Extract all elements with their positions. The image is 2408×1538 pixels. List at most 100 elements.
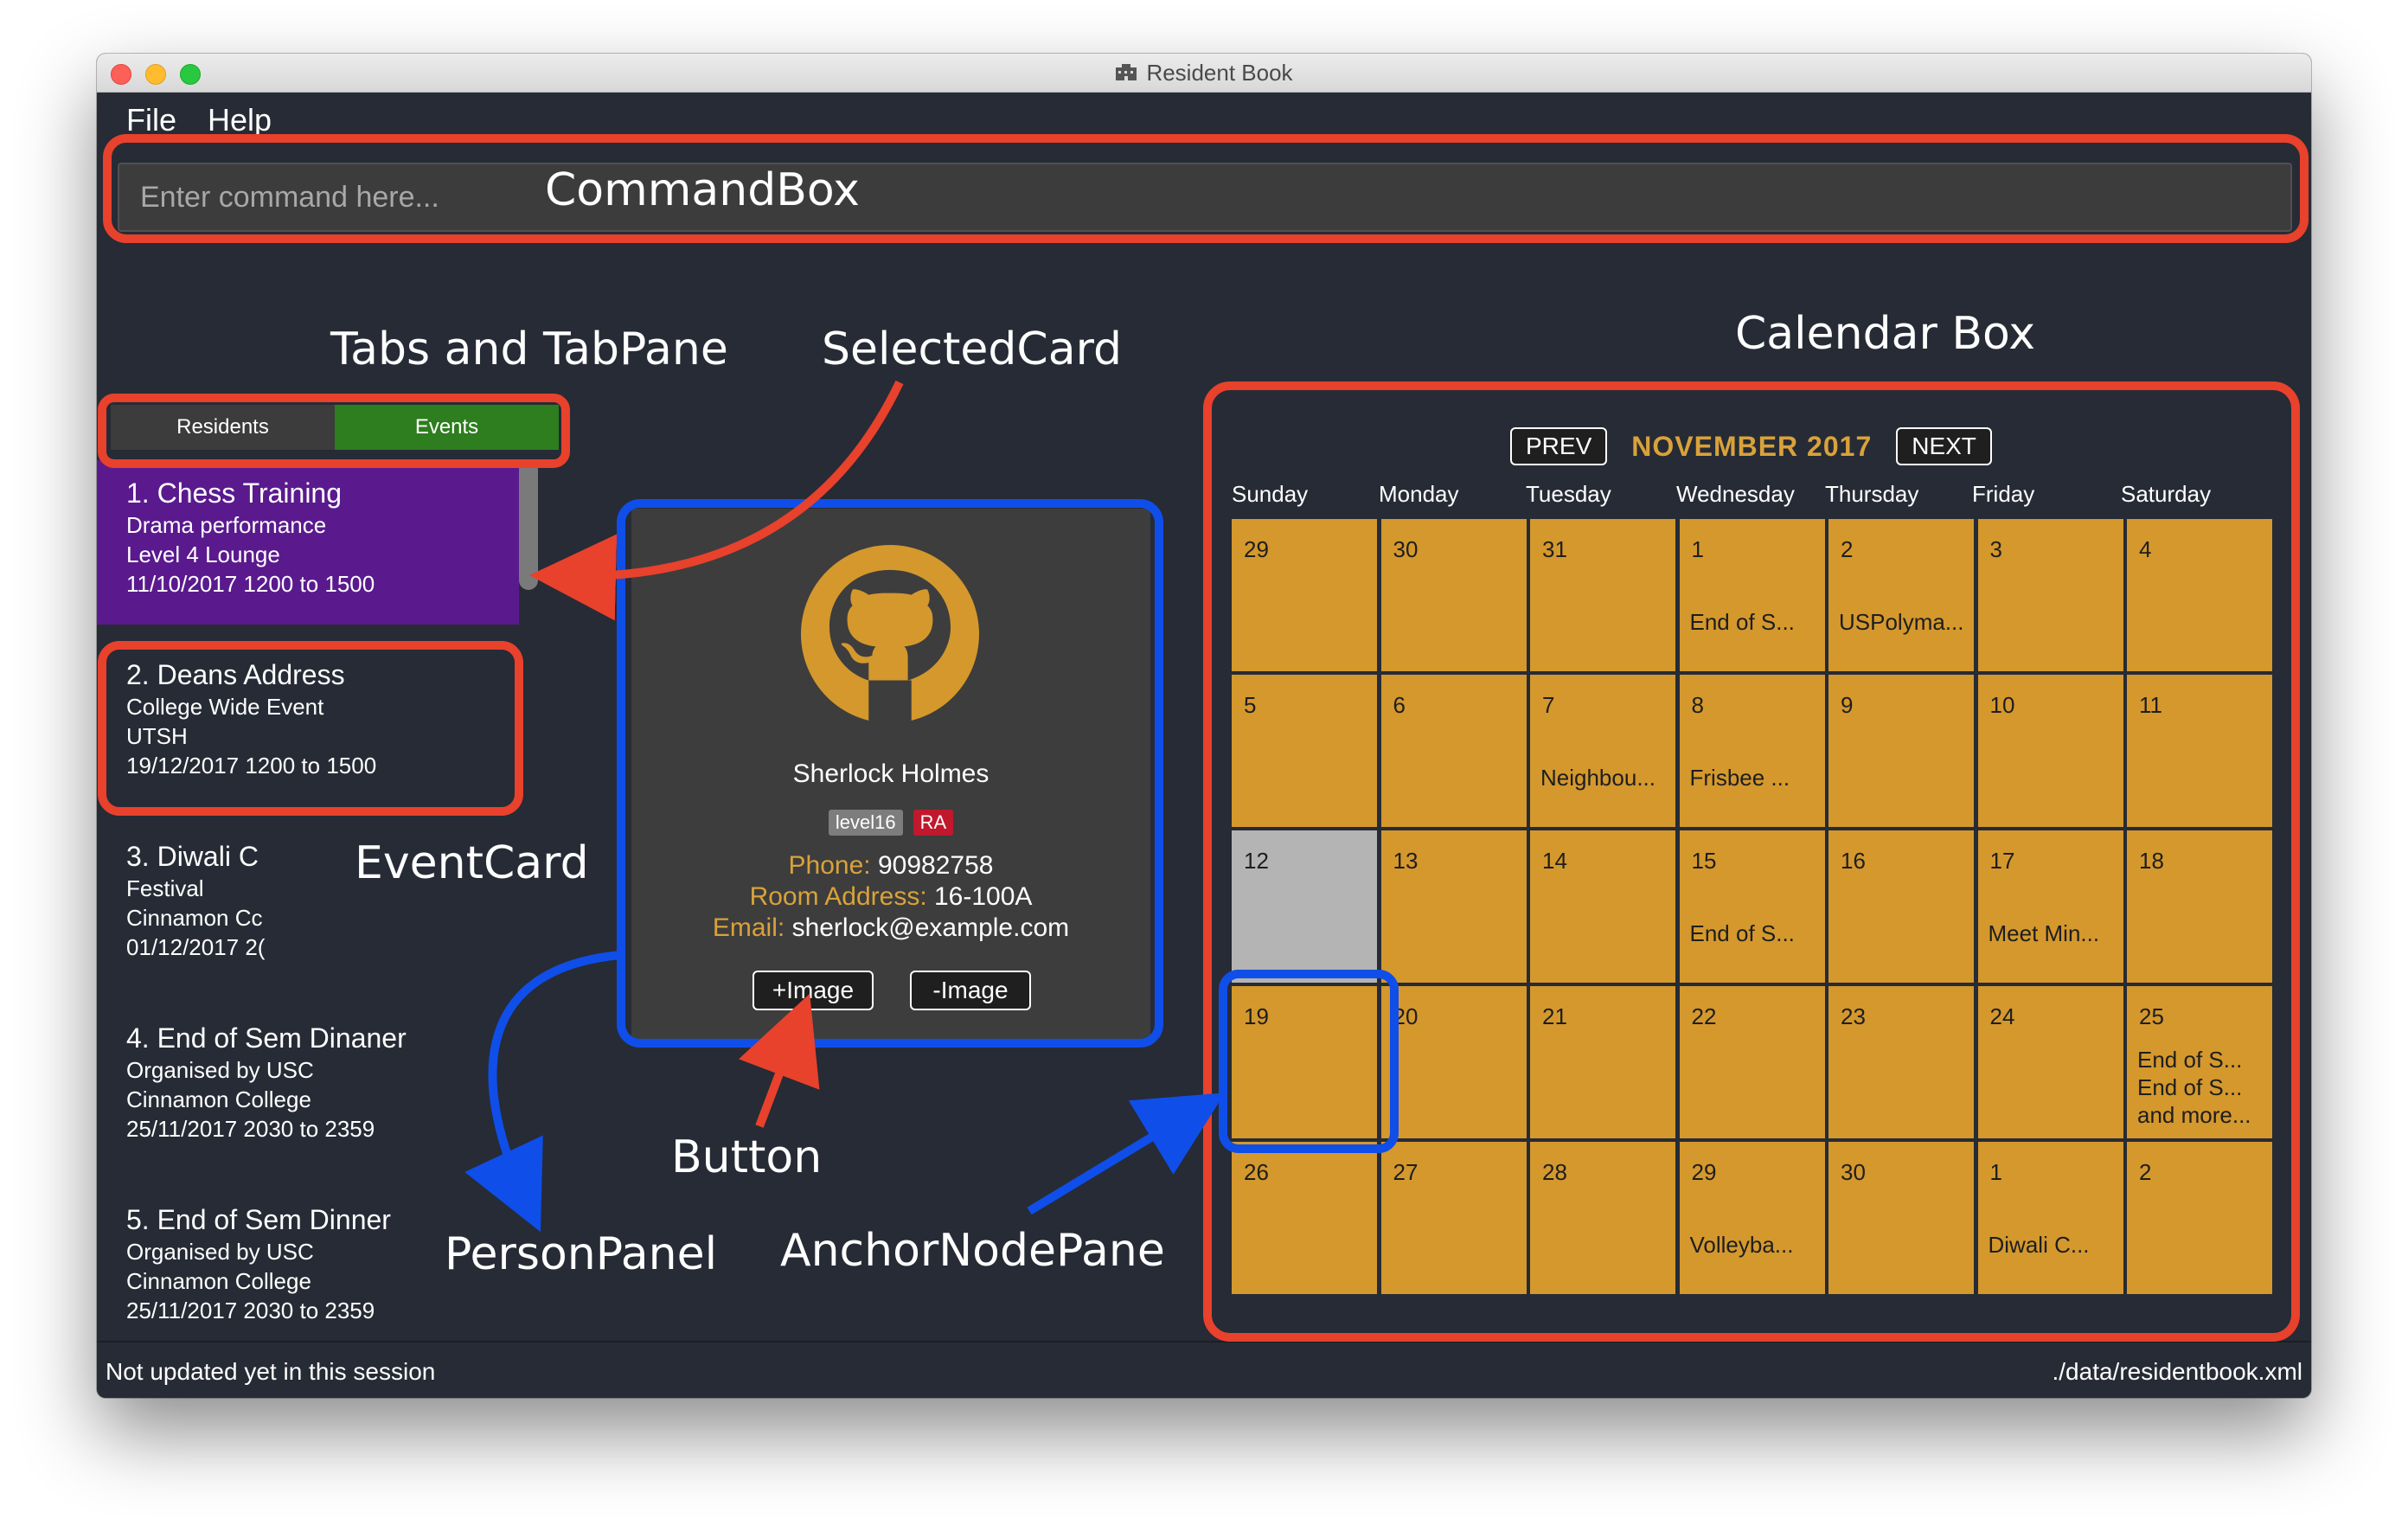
calendar-day-number: 25 (2139, 1003, 2164, 1029)
weekday-label: Tuesday (1526, 481, 1611, 507)
sync-status: Not updated yet in this session (106, 1358, 436, 1385)
next-month-button[interactable]: NEXT (1896, 427, 1992, 465)
calendar-day-cell[interactable]: 3 (1977, 519, 2123, 671)
calendar-day-cell[interactable]: 10 (1977, 675, 2123, 827)
calendar-event-label[interactable]: Diwali C... (1988, 1232, 2090, 1258)
weekday-label: Saturday (2121, 481, 2212, 507)
calendar-day-cell[interactable]: 11 (2127, 675, 2272, 827)
close-window-button[interactable] (111, 64, 131, 85)
calendar-day-number: 28 (1542, 1159, 1567, 1185)
event-detail: Organised by USC (126, 1057, 314, 1083)
event-detail: UTSH (126, 723, 188, 749)
event-card[interactable]: 3. Diwali C Festival Cinnamon Cc 01/12/2… (97, 823, 287, 988)
calendar-day-cell[interactable]: 2 (2127, 1142, 2272, 1294)
menu-bar: File Help (126, 102, 272, 138)
calendar-event-label[interactable]: End of S... (2137, 1074, 2243, 1100)
event-card[interactable]: 4. End of Sem Dinaner Organised by USC C… (97, 1005, 519, 1170)
calendar-day-cell[interactable]: 30 (1828, 1142, 1974, 1294)
event-card[interactable]: 5. End of Sem Dinner Organised by USC Ci… (97, 1187, 519, 1351)
prev-month-button[interactable]: PREV (1510, 427, 1608, 465)
calendar-event-label[interactable]: Volleyba... (1689, 1232, 1794, 1258)
calendar-day-cell[interactable]: 28 (1530, 1142, 1675, 1294)
calendar-day-number: 8 (1691, 692, 1704, 718)
maximize-window-button[interactable] (180, 64, 201, 85)
calendar-day-cell[interactable]: 13 (1380, 830, 1527, 983)
calendar-day-number: 31 (1542, 536, 1567, 562)
calendar-day-cell[interactable]: 12 (1232, 830, 1377, 983)
weekday-label: Monday (1379, 481, 1459, 507)
event-detail: Festival (126, 875, 204, 901)
event-detail: Drama performance (126, 512, 327, 538)
calendar-day-cell[interactable]: 16 (1828, 830, 1974, 983)
calendar-event-label[interactable]: USPolyma... (1839, 609, 1964, 635)
calendar-day-cell[interactable]: 5 (1232, 675, 1377, 827)
event-list-scrollbar[interactable] (519, 460, 538, 590)
calendar-day-cell[interactable]: 6 (1380, 675, 1527, 827)
calendar-day-cell[interactable]: 20 (1380, 986, 1527, 1138)
calendar-day-cell[interactable]: 29 (1232, 519, 1377, 671)
add-image-button[interactable]: +Image (752, 971, 874, 1010)
calendar-day-cell[interactable]: 30 (1380, 519, 1527, 671)
minimize-window-button[interactable] (145, 64, 166, 85)
calendar-day-number: 26 (1244, 1159, 1269, 1185)
calendar-event-label[interactable]: End of S... (1689, 609, 1795, 635)
calendar-day-cell[interactable]: 22 (1679, 986, 1825, 1138)
email-value: sherlock@example.com (791, 913, 1070, 942)
calendar-day-cell[interactable]: 26 (1232, 1142, 1377, 1294)
tab-events[interactable]: Events (335, 405, 559, 450)
tag-badge: level16 (828, 810, 903, 836)
calendar-day-number: 2 (2139, 1159, 2152, 1185)
calendar-event-label[interactable]: Frisbee ... (1689, 765, 1790, 791)
calendar-day-cell[interactable]: 24 (1977, 986, 2123, 1138)
remove-image-button[interactable]: -Image (910, 971, 1031, 1010)
calendar-day-cell[interactable]: 21 (1530, 986, 1675, 1138)
calendar-month: NOVEMBER 2017 (1631, 430, 1873, 462)
calendar-day-cell[interactable]: 31 (1530, 519, 1675, 671)
person-name: Sherlock Holmes (792, 759, 989, 788)
event-detail: 25/11/2017 2030 to 2359 (126, 1298, 375, 1323)
calendar-day-number: 13 (1393, 848, 1419, 874)
calendar-day-cell[interactable]: 4 (2127, 519, 2272, 671)
calendar-event-label[interactable]: End of S... (1689, 920, 1795, 946)
menu-help[interactable]: Help (208, 102, 272, 138)
calendar-day-cell[interactable]: 27 (1380, 1142, 1527, 1294)
calendar-day-number: 6 (1393, 692, 1406, 718)
annotation-selectedcard: SelectedCard (822, 324, 1123, 375)
calendar-day-number: 3 (1989, 536, 2002, 562)
calendar-day-number: 14 (1542, 848, 1567, 874)
calendar-event-label[interactable]: and more... (2137, 1102, 2251, 1128)
command-input[interactable] (119, 164, 2290, 230)
calendar-day-number: 20 (1393, 1003, 1419, 1029)
calendar-day-cell[interactable]: 23 (1828, 986, 1974, 1138)
weekday-label: Wednesday (1676, 481, 1795, 507)
room-value: 16-100A (934, 882, 1033, 911)
calendar-day-cell[interactable]: 9 (1828, 675, 1974, 827)
tab-residents[interactable]: Residents (111, 405, 335, 450)
event-detail: Organised by USC (126, 1239, 314, 1265)
calendar-day-cell[interactable]: 19 (1232, 986, 1377, 1138)
event-title: 1. Chess Training (126, 477, 343, 509)
event-card-selected[interactable]: 1. Chess Training Drama performance Leve… (97, 460, 519, 625)
calendar-event-label[interactable]: Neighbou... (1540, 765, 1656, 791)
annotation-eventcard: EventCard (355, 837, 589, 889)
calendar-day-cell[interactable]: 18 (2127, 830, 2272, 983)
window-title: Resident Book (1146, 59, 1293, 86)
event-detail: 25/11/2017 2030 to 2359 (126, 1116, 375, 1142)
person-email-row: Email: sherlock@example.com (631, 913, 1150, 943)
room-label: Room Address: (749, 882, 927, 911)
calendar-event-label[interactable]: End of S... (2137, 1047, 2243, 1073)
menu-file[interactable]: File (126, 102, 177, 138)
event-card[interactable]: 2. Deans Address College Wide Event UTSH… (97, 642, 519, 806)
event-detail: Cinnamon College (126, 1086, 311, 1112)
calendar-event-label[interactable]: Meet Min... (1988, 920, 2100, 946)
calendar-day-cell[interactable]: 14 (1530, 830, 1675, 983)
